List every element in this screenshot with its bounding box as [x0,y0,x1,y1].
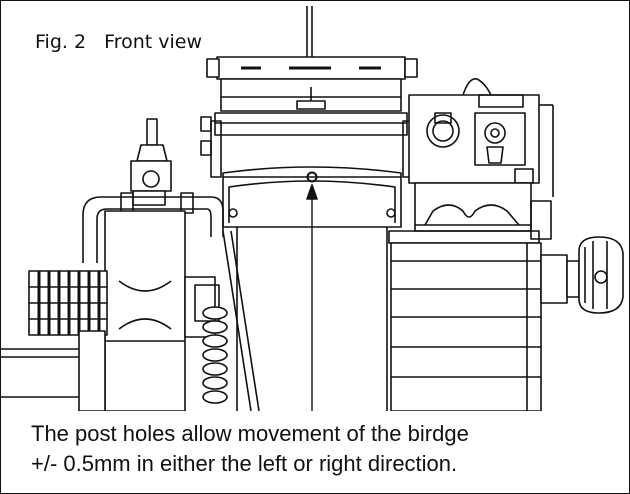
left-valve [130,118,172,206]
figure-caption: The post holes allow movement of the bir… [31,419,611,479]
left-column [104,210,220,411]
coolant-hose [202,230,260,411]
post-hole-arrow [306,184,318,411]
top-rod [306,6,313,59]
ribbed-roller [28,270,108,336]
caption-line-1: The post holes allow movement of the bir… [31,421,469,446]
upper-carriage [200,56,424,178]
caption-line-2: +/- 0.5mm in either the left or right di… [31,451,458,476]
right-housing [408,78,554,197]
right-rails [390,242,580,411]
right-base [388,182,552,244]
right-knob [578,236,624,314]
figure-label: Fig. 2 Front view [31,31,207,53]
left-hose [82,192,224,263]
front-view-drawing [1,6,624,411]
left-rails [1,330,106,411]
